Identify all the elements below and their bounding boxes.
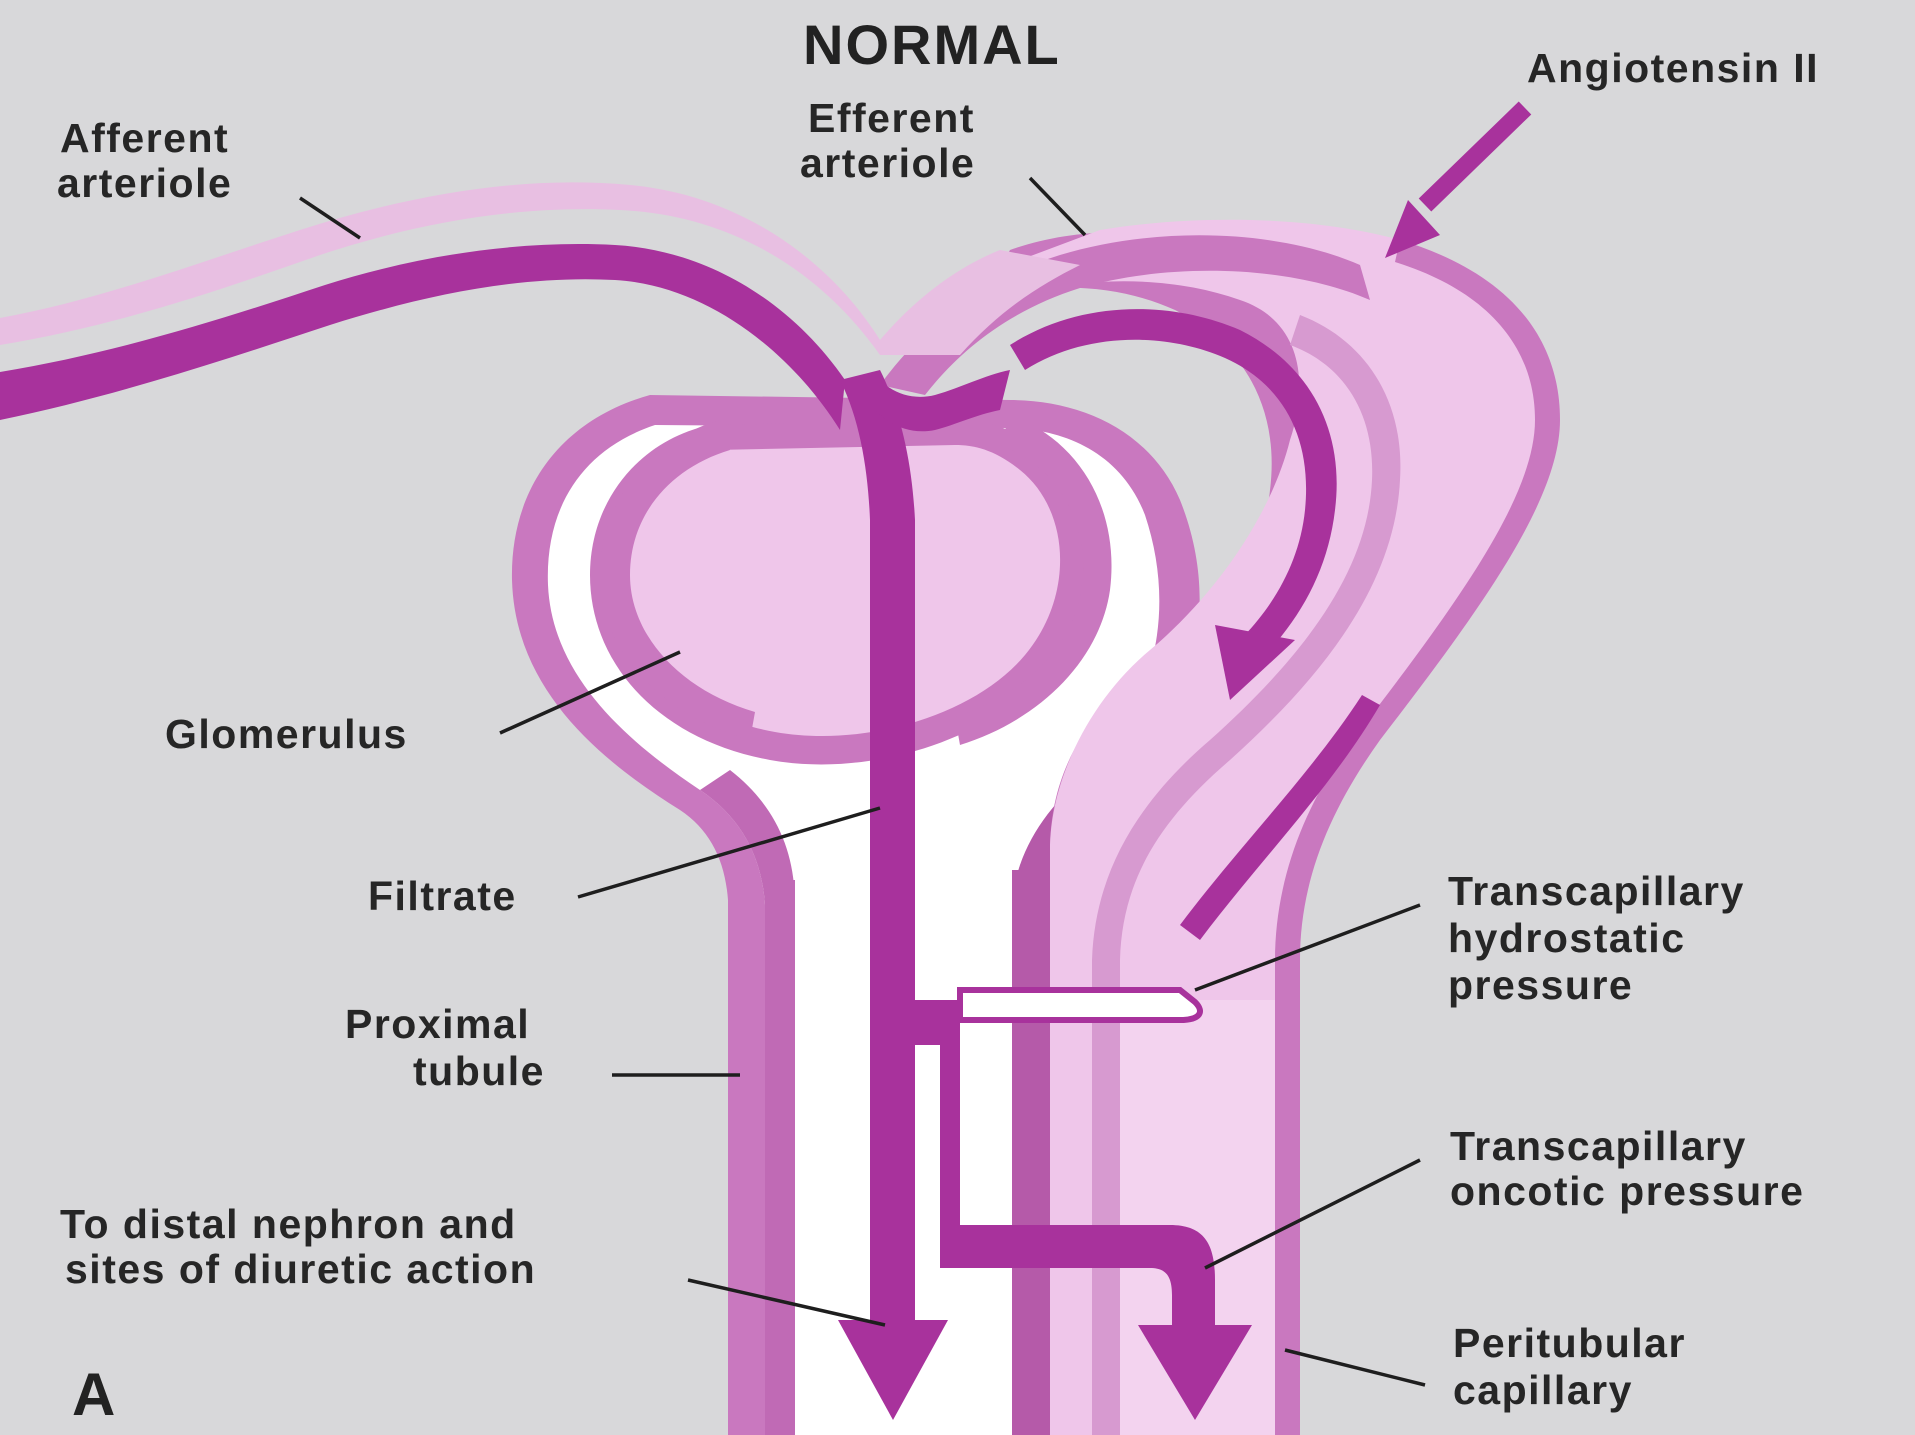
- reabsorption-upper: [960, 990, 1200, 1020]
- angiotensin-arrow: [1385, 108, 1525, 258]
- label-glomerulus: Glomerulus: [165, 711, 408, 757]
- leader-efferent: [1030, 178, 1085, 235]
- label-afferent-2: arteriole: [57, 160, 232, 206]
- label-oncotic-1: Transcapillary: [1450, 1123, 1747, 1169]
- label-afferent-1: Afferent: [60, 115, 229, 161]
- label-distal-1: To distal nephron and: [60, 1201, 517, 1247]
- label-oncotic-2: oncotic pressure: [1450, 1168, 1804, 1214]
- label-peritubular-1: Peritubular: [1453, 1320, 1686, 1366]
- diagram-title: NORMAL: [803, 13, 1061, 76]
- label-distal-2: sites of diuretic action: [65, 1246, 536, 1292]
- angiotensin-shaft: [1425, 108, 1525, 205]
- label-hydrostatic-3: pressure: [1448, 962, 1633, 1008]
- label-hydrostatic-1: Transcapillary: [1448, 868, 1745, 914]
- label-proximal-2: tubule: [413, 1048, 545, 1094]
- proximal-wall-left: [765, 880, 795, 1435]
- proximal-wall-right: [1012, 870, 1050, 1435]
- panel-letter: A: [72, 1361, 117, 1428]
- label-angiotensin: Angiotensin II: [1527, 45, 1819, 91]
- label-proximal-1: Proximal: [345, 1001, 530, 1047]
- leader-peritubular: [1285, 1350, 1425, 1385]
- label-efferent-1: Efferent: [808, 95, 975, 141]
- label-hydrostatic-2: hydrostatic: [1448, 915, 1686, 961]
- label-peritubular-2: capillary: [1453, 1367, 1633, 1413]
- label-efferent-2: arteriole: [800, 140, 975, 186]
- label-filtrate: Filtrate: [368, 873, 517, 919]
